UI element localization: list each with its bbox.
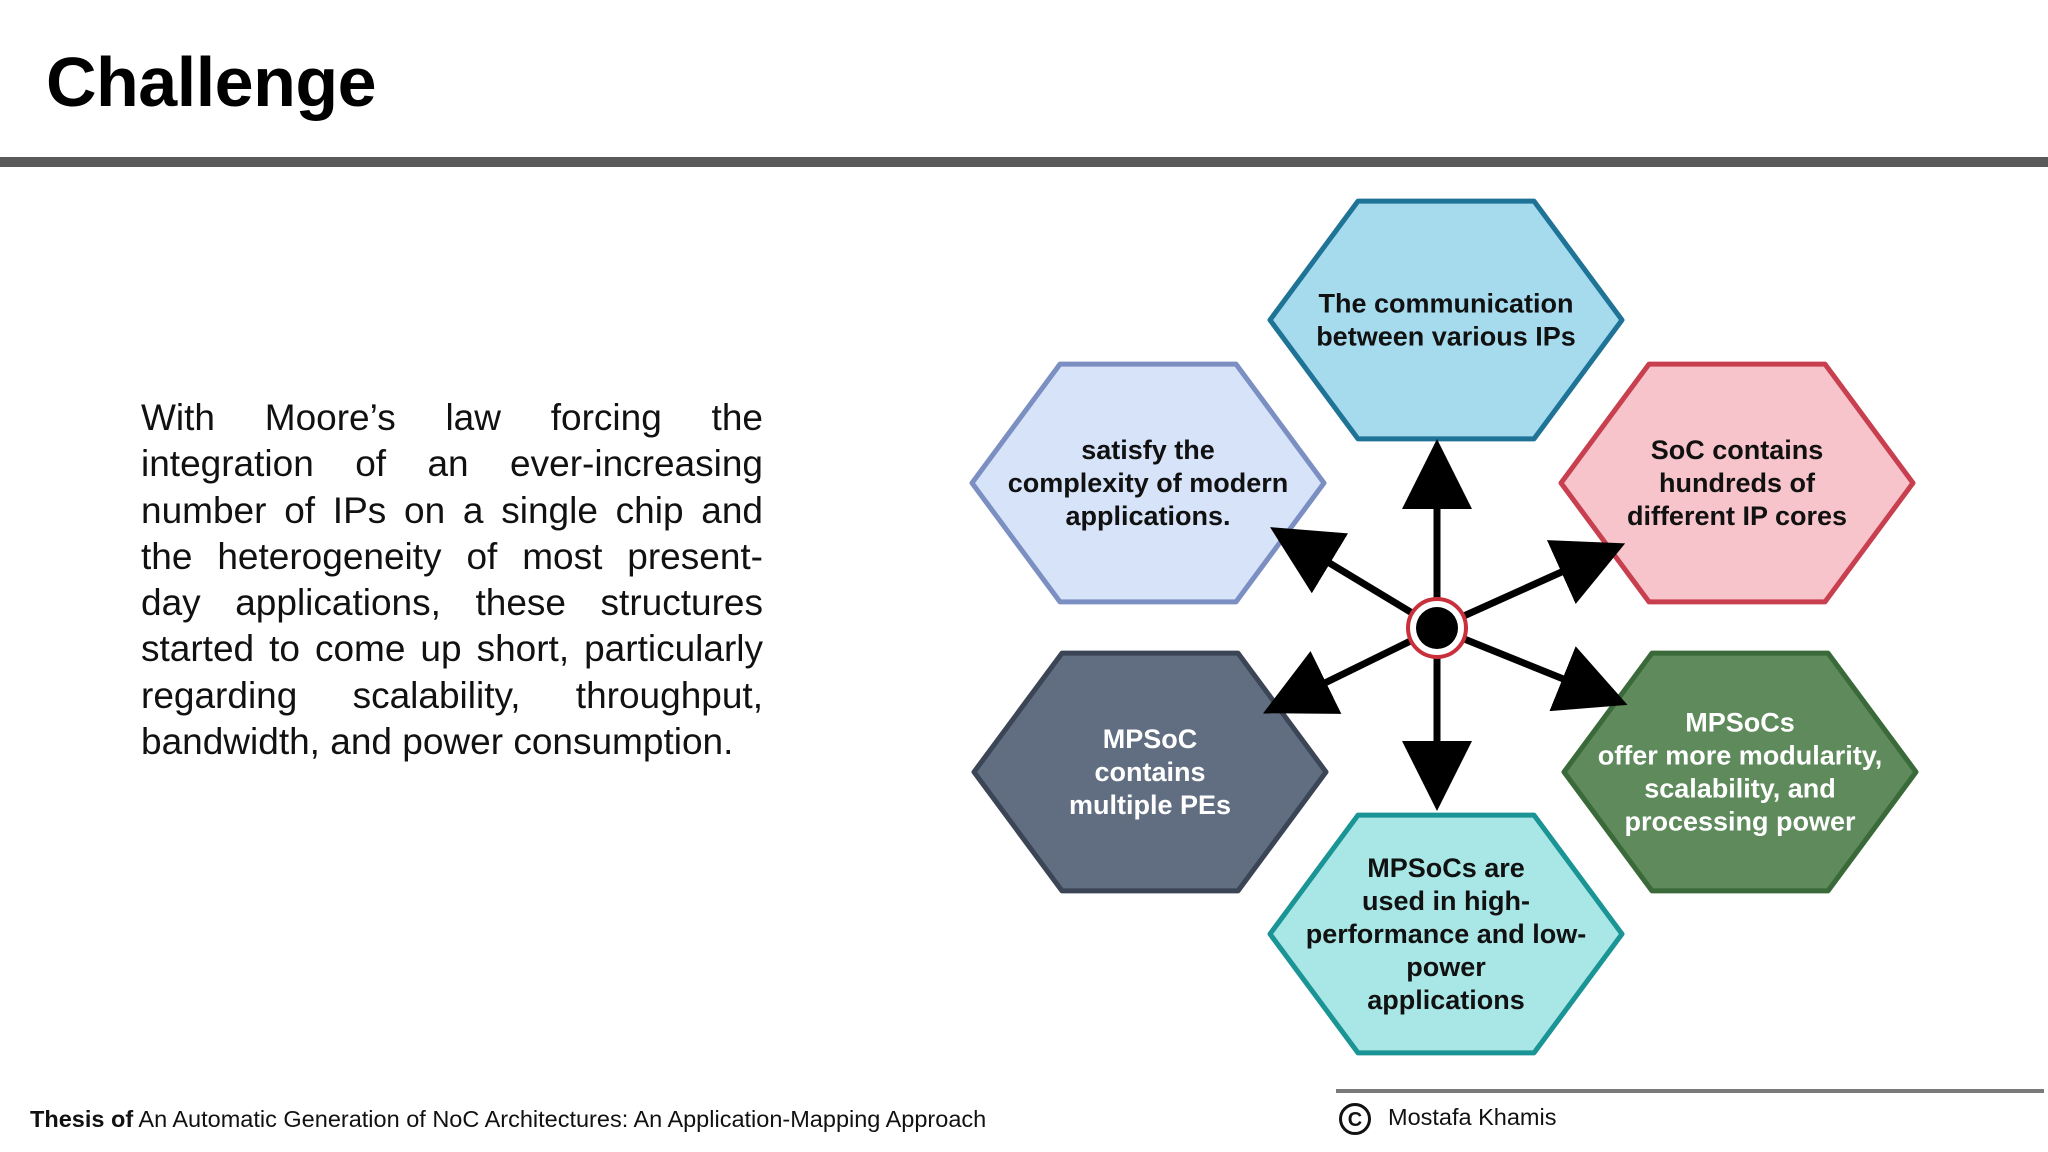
hexagon-text-line: contains bbox=[1094, 757, 1205, 787]
hub-dot bbox=[1416, 607, 1458, 649]
arrow bbox=[1457, 540, 1626, 622]
footer-author: Mostafa Khamis bbox=[1388, 1104, 1557, 1130]
hexagon-text-line: MPSoCs are bbox=[1367, 853, 1525, 883]
hexagon-text-line: scalability, and bbox=[1644, 774, 1836, 804]
hexagon-shape bbox=[969, 361, 1327, 605]
hexagon-shape bbox=[1558, 361, 1916, 605]
hexagon-text-line: applications. bbox=[1065, 501, 1230, 531]
hexagon-text-line: MPSoCs bbox=[1685, 708, 1795, 738]
slide-title: Challenge bbox=[46, 43, 377, 121]
hexagon-text-line: complexity of modern bbox=[1008, 468, 1289, 498]
hexagon-shape bbox=[971, 650, 1329, 894]
hexagon-text-line: multiple PEs bbox=[1069, 790, 1231, 820]
copyright-symbol: C bbox=[1348, 1109, 1362, 1131]
hexagon-text-line: used in high- bbox=[1362, 886, 1530, 916]
arrow bbox=[1263, 635, 1417, 714]
footer-thesis-prefix: Thesis of bbox=[30, 1106, 134, 1132]
hexagon-shape bbox=[1561, 650, 1919, 894]
footer-divider bbox=[1336, 1089, 2044, 1093]
arrow bbox=[1270, 527, 1419, 619]
hexagon-shape bbox=[1267, 198, 1625, 442]
hexagon-text-line: power bbox=[1406, 952, 1486, 982]
hexagon-text-line: satisfy the bbox=[1081, 435, 1215, 465]
hexagon-shape bbox=[1267, 812, 1625, 1056]
hexagon-text-line: performance and low- bbox=[1306, 919, 1587, 949]
hexagon-text-line: applications bbox=[1367, 985, 1525, 1015]
hexagon-text-line: different IP cores bbox=[1627, 501, 1847, 531]
title-divider bbox=[0, 157, 2048, 167]
footer-thesis: Thesis of An Automatic Generation of NoC… bbox=[30, 1106, 986, 1133]
hexagon-text-line: hundreds of bbox=[1659, 468, 1816, 498]
footer-thesis-title: An Automatic Generation of NoC Architect… bbox=[138, 1106, 987, 1132]
hexagon-text-line: offer more modularity, bbox=[1598, 741, 1883, 771]
copyright-icon: C bbox=[1339, 1103, 1371, 1135]
hexagon-text-line: processing power bbox=[1624, 807, 1856, 837]
hexagon-text-line: SoC contains bbox=[1651, 435, 1824, 465]
hexagon-text-line: between various IPs bbox=[1316, 322, 1576, 352]
hexagon-text-line: MPSoC bbox=[1103, 724, 1198, 754]
arrow bbox=[1457, 633, 1628, 712]
hexagon-text-line: The communication bbox=[1318, 289, 1573, 319]
body-paragraph: With Moore’s law forcing the integration… bbox=[141, 397, 763, 763]
